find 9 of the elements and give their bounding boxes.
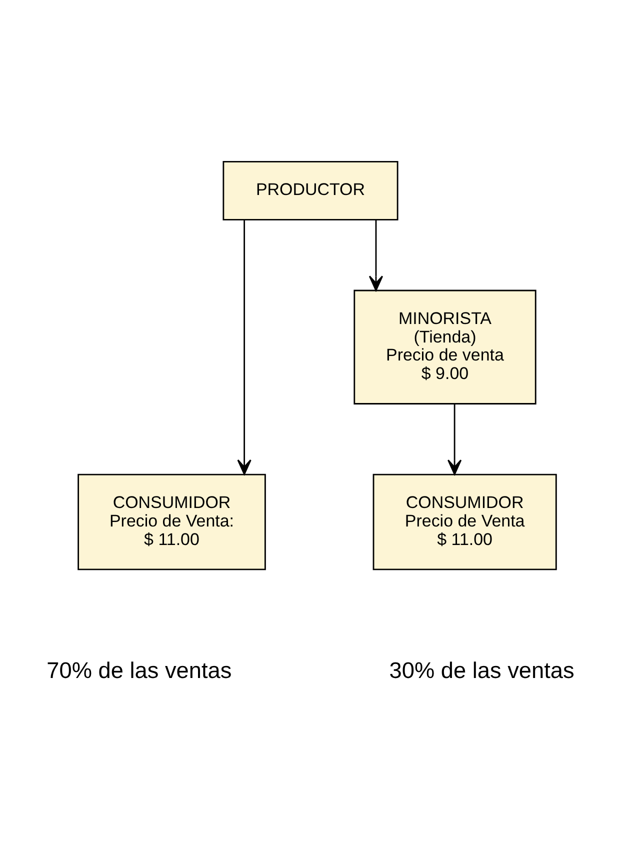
- node-box: CONSUMIDOR Precio de Venta: $ 11.00: [78, 474, 266, 570]
- node-label: 70% de las ventas: [46, 657, 232, 684]
- node-box: MINORISTA (Tienda) Precio de venta $ 9.00: [354, 290, 536, 404]
- arrow: [368, 220, 384, 292]
- arrow: [447, 404, 462, 475]
- node-box: PRODUCTOR: [222, 160, 398, 220]
- arrow: [237, 220, 252, 475]
- node-box: CONSUMIDOR Precio de Venta $ 11.00: [372, 474, 557, 570]
- node-label: 30% de las ventas: [389, 657, 574, 684]
